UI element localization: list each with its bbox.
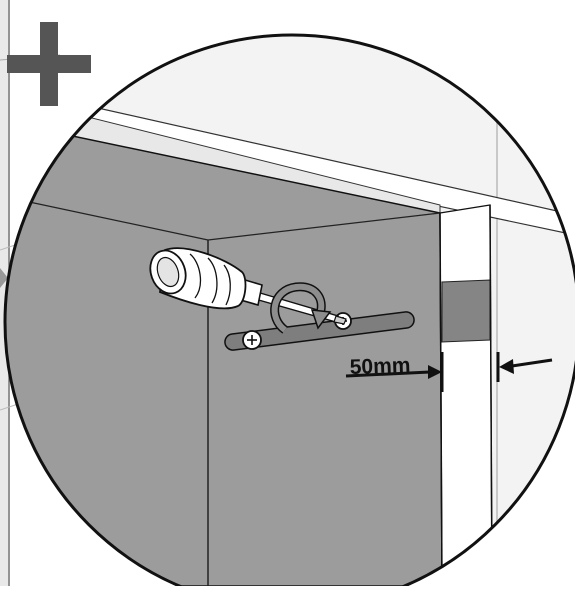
clockwise-rotation-arrow-icon	[270, 282, 332, 334]
measurement-label: 50mm	[349, 354, 410, 379]
measurement-indicator	[345, 352, 553, 392]
screw-left	[242, 330, 262, 350]
white-frame	[439, 204, 493, 587]
mounting-slot	[224, 311, 415, 351]
detail-circle-outline	[3, 33, 575, 591]
spacer-block	[441, 279, 491, 343]
screwdriver-icon	[149, 247, 347, 325]
plus-icon	[7, 22, 91, 106]
